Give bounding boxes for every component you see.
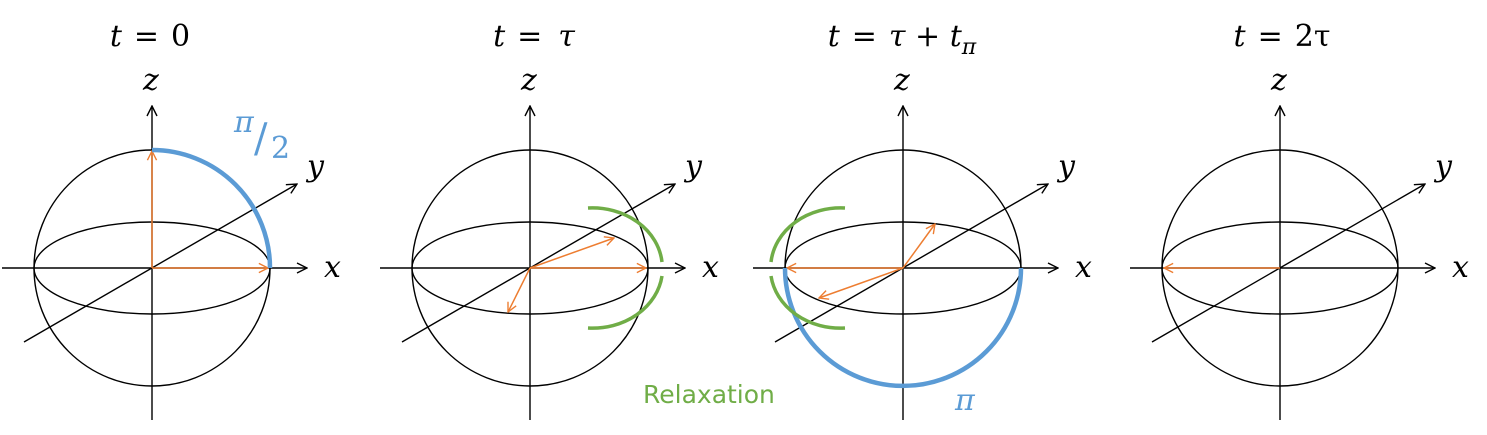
spin-vector (819, 267, 904, 298)
z-axis-label: z (142, 63, 159, 98)
y-axis (774, 184, 1048, 343)
panel-1: t=0 x y z (2, 19, 341, 420)
z-axis-label: z (1270, 63, 1287, 98)
panel-4-time-label: t=2τ (1234, 19, 1331, 54)
panel-3: t=τ + tπ x y z (753, 19, 1092, 420)
y-axis-label: y (1056, 149, 1076, 184)
panel-2-time-label: t=τ (493, 19, 575, 54)
pulse-half-slash: / (254, 116, 268, 162)
x-axis-label: x (1452, 250, 1469, 285)
x-axis-label: x (702, 250, 719, 285)
y-axis (23, 184, 297, 343)
pulse-half-denominator: 2 (271, 131, 290, 166)
pulse-pi-label: π (954, 383, 976, 418)
y-axis-label: y (305, 149, 325, 184)
relaxation-label: Relaxation (643, 380, 775, 409)
spin-vector (902, 224, 935, 269)
y-axis (401, 184, 675, 343)
pulse-half-label: π / 2 (233, 105, 290, 166)
relaxation-bracket-lower (587, 275, 664, 330)
relaxation-bracket-lower (769, 275, 846, 330)
panel-1-time-label: t=0 (110, 19, 190, 54)
y-axis-label: y (683, 149, 703, 184)
y-axis-label: y (1433, 149, 1453, 184)
relaxation-bracket-upper (769, 206, 846, 263)
z-axis-label: z (893, 63, 910, 98)
z-axis-label: z (520, 63, 537, 98)
panel-3-time-label: t=τ + tπ (828, 19, 977, 60)
pulse-arc-half-pi (151, 147, 273, 269)
y-axis (1151, 184, 1425, 343)
spin-vector (529, 238, 614, 269)
pulse-half-pi: π (233, 105, 255, 140)
x-axis-label: x (1075, 250, 1092, 285)
relaxation-bracket-upper (587, 206, 664, 263)
spin-vector (508, 267, 531, 312)
panel-2: t=τ x y z (380, 19, 719, 420)
pulse-arc-pi (782, 267, 1024, 389)
panel-4: t=2τ x y z (1130, 19, 1469, 420)
x-axis-label: x (324, 250, 341, 285)
